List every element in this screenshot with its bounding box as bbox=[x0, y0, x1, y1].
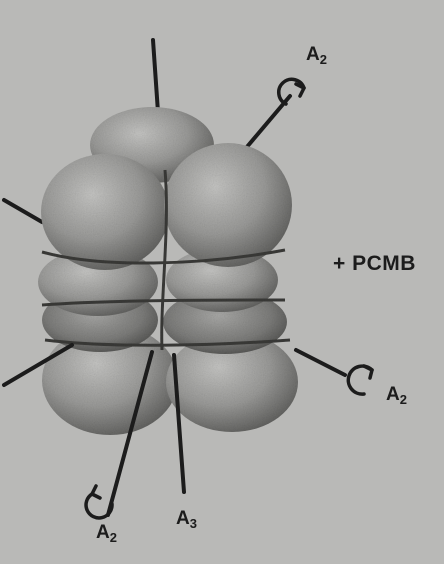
rotation-icon-bottom bbox=[86, 486, 112, 518]
subunit-top-right bbox=[164, 143, 292, 267]
axis-a2-right-line bbox=[296, 350, 345, 375]
axis-label-main: A bbox=[386, 384, 400, 405]
axis-label-a2-bottom: A2 bbox=[96, 522, 117, 544]
axis-label-main: A bbox=[306, 44, 320, 65]
axis-label-sub: 2 bbox=[400, 392, 407, 407]
axis-label-main: A bbox=[96, 522, 110, 543]
protein-oligomer bbox=[38, 107, 298, 435]
axis-label-a2-top: A2 bbox=[306, 44, 327, 66]
rotation-icon-right bbox=[348, 366, 372, 394]
axis-label-main: A bbox=[176, 508, 190, 529]
axis-label-sub: 3 bbox=[190, 516, 197, 531]
rotation-icon-top bbox=[279, 79, 304, 104]
axis-a2-left-line bbox=[4, 200, 42, 222]
subunit-top-left bbox=[41, 154, 169, 270]
reagent-label: + PCMB bbox=[333, 252, 416, 276]
axis-label-a3: A3 bbox=[176, 508, 197, 530]
axis-label-sub: 2 bbox=[110, 530, 117, 545]
axis-label-a2-right: A2 bbox=[386, 384, 407, 406]
axis-label-sub: 2 bbox=[320, 52, 327, 67]
